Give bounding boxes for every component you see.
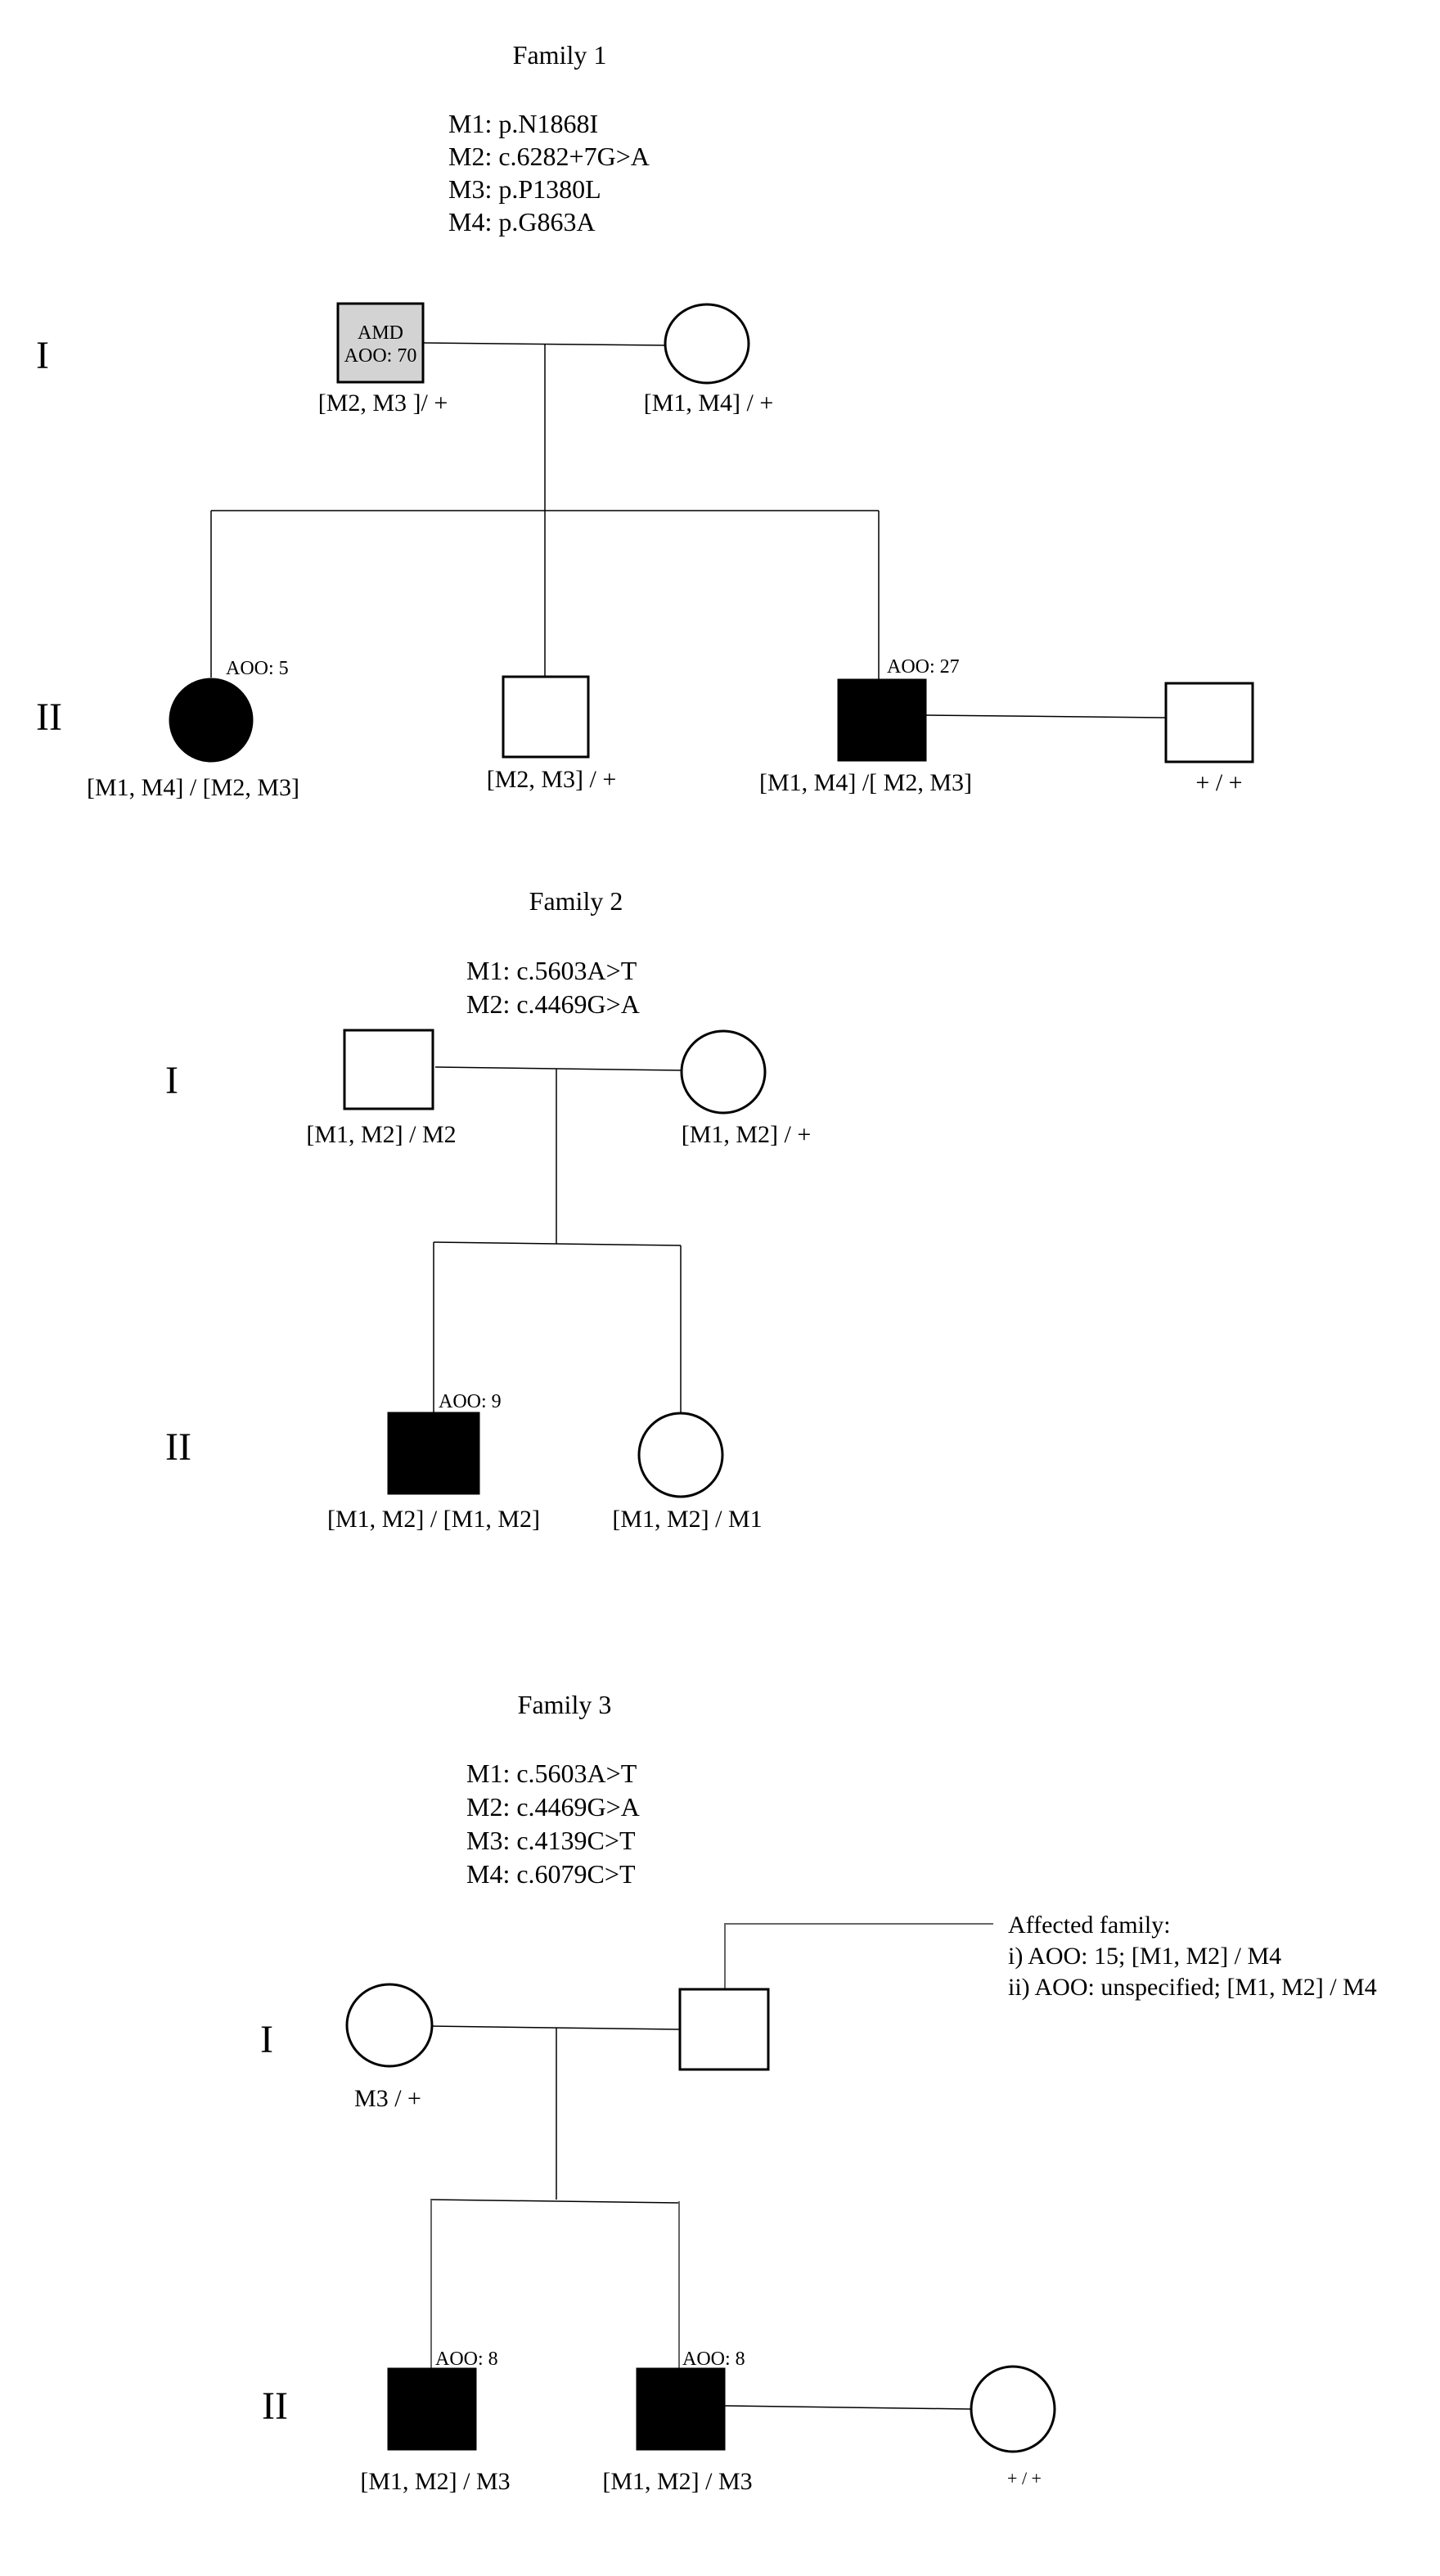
- family-3-II-1-male-affected-symbol[interactable]: [387, 2367, 477, 2451]
- family-1-mutation-m2: M2: c.6282+7G>A: [448, 142, 650, 171]
- family-3-mutation-m1: M1: c.5603A>T: [466, 1759, 637, 1788]
- family-2-generation-II-label: II: [165, 1425, 191, 1469]
- family-3-generation-I-label: I: [260, 2018, 273, 2061]
- family-3-II-1-genotype: [M1, M2] / M3: [360, 2468, 510, 2495]
- family-1-II-1-female-affected-symbol[interactable]: [169, 678, 254, 763]
- family-3-spouse-line: [724, 2405, 971, 2410]
- family-1-I-1-genotype: [M2, M3 ]/ +: [318, 390, 448, 417]
- family-1: Family 1 M1: p.N1868I M2: c.6282+7G>A M3…: [36, 40, 1254, 801]
- family-2-generation-I-label: I: [165, 1059, 178, 1102]
- family-3-affected-family-item-2: ii) AOO: unspecified; [M1, M2] / M4: [1008, 1974, 1377, 2001]
- family-1-I-1-male-partial-symbol[interactable]: [336, 302, 425, 384]
- family-1-mutation-m1: M1: p.N1868I: [448, 109, 598, 138]
- family-1-I-2-genotype: [M1, M4] / +: [644, 390, 774, 417]
- family-1-I-1-diagnosis: AMD: [358, 322, 403, 344]
- family-1-II-1-aoo: AOO: 5: [226, 658, 289, 679]
- family-3-couple-line: [429, 2025, 680, 2030]
- family-1-II-4-spouse-male-symbol[interactable]: [1164, 682, 1254, 763]
- family-2-II-2-female-symbol[interactable]: [637, 1412, 724, 1498]
- family-3-mutation-m2: M2: c.4469G>A: [466, 1792, 640, 1822]
- family-3-affected-family-connector: [724, 1923, 993, 1990]
- family-2-title: Family 2: [529, 886, 623, 916]
- family-1-couple-line: [423, 342, 665, 346]
- family-2-couple-line: [434, 1066, 682, 1071]
- family-1-mutation-m3: M3: p.P1380L: [448, 174, 601, 204]
- family-1-II-4-genotype: + / +: [1195, 769, 1242, 796]
- family-3-mutation-m4: M4: c.6079C>T: [466, 1859, 636, 1889]
- family-1-II-3-aoo: AOO: 27: [887, 656, 960, 678]
- family-3: Family 3 M1: c.5603A>T M2: c.4469G>A M3:…: [260, 1690, 1377, 2495]
- family-1-mutation-m4: M4: p.G863A: [448, 207, 596, 236]
- family-2-I-2-female-symbol[interactable]: [680, 1029, 767, 1115]
- family-3-sibship-line: [430, 2199, 680, 2204]
- family-1-generation-II-label: II: [36, 696, 62, 739]
- family-1-generation-I-label: I: [36, 334, 49, 377]
- family-3-affected-family-heading: Affected family:: [1008, 1912, 1171, 1939]
- family-1-I-2-female-symbol[interactable]: [664, 303, 750, 385]
- family-1-II-2-male-symbol[interactable]: [502, 675, 590, 759]
- family-2-II-2-genotype: [M1, M2] / M1: [612, 1506, 762, 1533]
- family-2-II-1-male-affected-symbol[interactable]: [387, 1412, 480, 1495]
- family-3-mutation-m3: M3: c.4139C>T: [466, 1826, 636, 1855]
- family-3-generation-II-label: II: [262, 2385, 288, 2428]
- family-1-II-3-male-affected-symbol[interactable]: [837, 678, 927, 762]
- family-2-II-1-genotype: [M1, M2] / [M1, M2]: [327, 1506, 540, 1533]
- family-1-II-2-genotype: [M2, M3] / +: [487, 766, 617, 793]
- family-3-II-3-spouse-female-symbol[interactable]: [970, 2365, 1056, 2453]
- family-2-I-1-genotype: [M1, M2] / M2: [306, 1121, 456, 1148]
- family-2-mutation-m1: M1: c.5603A>T: [466, 956, 637, 985]
- family-3-II-2-genotype: [M1, M2] / M3: [602, 2468, 752, 2495]
- family-2-mutation-m2: M2: c.4469G>A: [466, 989, 640, 1019]
- family-1-II-3-genotype: [M1, M4] /[ M2, M3]: [759, 769, 972, 796]
- family-3-II-1-aoo: AOO: 8: [435, 2349, 498, 2370]
- family-3-I-1-female-symbol[interactable]: [345, 1983, 434, 2068]
- family-2-I-2-genotype: [M1, M2] / +: [682, 1121, 812, 1148]
- family-3-affected-family-item-1: i) AOO: 15; [M1, M2] / M4: [1008, 1943, 1281, 1970]
- family-3-I-2-male-symbol[interactable]: [678, 1988, 770, 2071]
- family-2-I-1-male-symbol[interactable]: [343, 1029, 434, 1110]
- family-3-II-2-aoo: AOO: 8: [682, 2349, 745, 2370]
- family-1-I-1-aoo: AOO: 70: [344, 345, 417, 367]
- family-1-title: Family 1: [513, 40, 607, 70]
- family-2-II-1-aoo: AOO: 9: [439, 1391, 502, 1412]
- family-2-sibship-line: [433, 1241, 682, 1246]
- family-3-II-2-male-affected-symbol[interactable]: [636, 2367, 726, 2451]
- family-3-II-3-genotype: + / +: [1007, 2468, 1042, 2488]
- family-3-title: Family 3: [518, 1690, 612, 1719]
- family-1-II-1-genotype: [M1, M4] / [M2, M3]: [87, 774, 299, 801]
- family-3-I-1-genotype: M3 / +: [354, 2085, 421, 2112]
- family-1-spouse-line: [925, 714, 1166, 718]
- family-2: Family 2 M1: c.5603A>T M2: c.4469G>A I I…: [165, 886, 811, 1533]
